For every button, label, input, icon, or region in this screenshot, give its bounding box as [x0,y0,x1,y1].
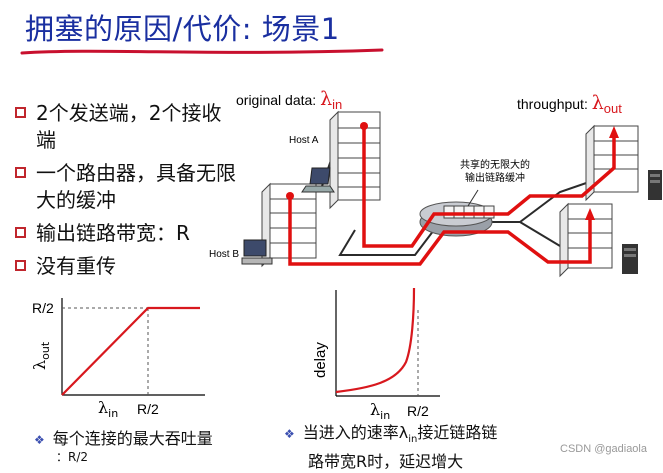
host-b-label: Host B [209,249,239,260]
watermark: CSDN @gadiaola [560,443,647,455]
throughput-label: throughput: λout [517,92,622,116]
note-left: ❖每个连接的最大吞吐量 ：R/2 [34,428,274,463]
delay-xtick: R/2 [407,403,429,419]
buffer-note: 共享的无限大的 输出链路缓冲 [460,159,530,185]
delay-ylabel: delay [312,342,329,378]
throughput-ylabel: λout [30,342,52,370]
host-a-label: Host A [289,135,318,146]
throughput-xtick: R/2 [137,401,159,417]
note-right: ❖当进入的速率λin接近链路链 路带宽R时，延迟增大 [284,422,554,473]
network-diagram [0,0,663,300]
delay-curve [336,288,414,392]
throughput-curve [62,308,200,395]
laptop-icon [302,168,334,192]
diamond-bullet-icon: ❖ [34,433,45,447]
original-data-label: original data: λin [236,88,342,112]
throughput-xlabel: λin [98,398,118,420]
host-a-buffer [330,112,380,208]
throughput-ytick: R/2 [32,300,54,316]
receiver-buffer-bottom [560,204,612,276]
delay-xlabel: λin [370,400,390,422]
diamond-bullet-icon: ❖ [284,427,295,441]
